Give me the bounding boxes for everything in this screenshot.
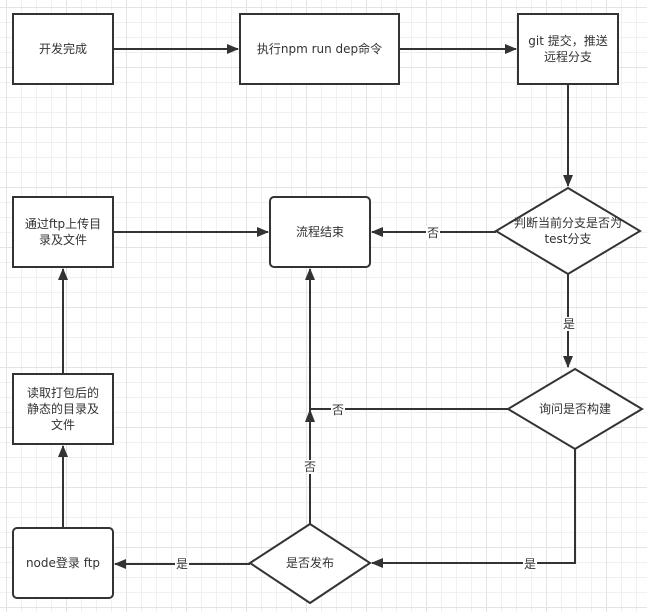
edge-build-yes[interactable] (371, 449, 576, 568)
node-check-branch-shape[interactable] (494, 186, 642, 276)
edge-publish-yes-label: 是 (174, 557, 190, 571)
node-ask-build-shape[interactable] (506, 367, 644, 451)
edge-build-no-arrowhead (305, 409, 315, 422)
node-git-push-shape[interactable] (517, 13, 619, 85)
node-flow-end-shape[interactable] (269, 196, 371, 268)
node-read-static-shape[interactable] (12, 373, 114, 445)
edge-check-no-label: 否 (425, 226, 441, 240)
edge-build-no-label: 否 (330, 403, 346, 417)
node-node-login-shape[interactable] (12, 527, 114, 599)
node-ftp-upload-shape[interactable] (12, 196, 114, 268)
edge-check-yes-label: 是 (561, 317, 577, 331)
edge-build-yes-label: 是 (522, 557, 538, 571)
node-run-dep-shape[interactable] (239, 13, 400, 85)
node-is-publish-shape[interactable] (248, 522, 372, 605)
edge-publish-no-label: 否 (302, 460, 318, 474)
node-dev-done-shape[interactable] (12, 13, 114, 85)
